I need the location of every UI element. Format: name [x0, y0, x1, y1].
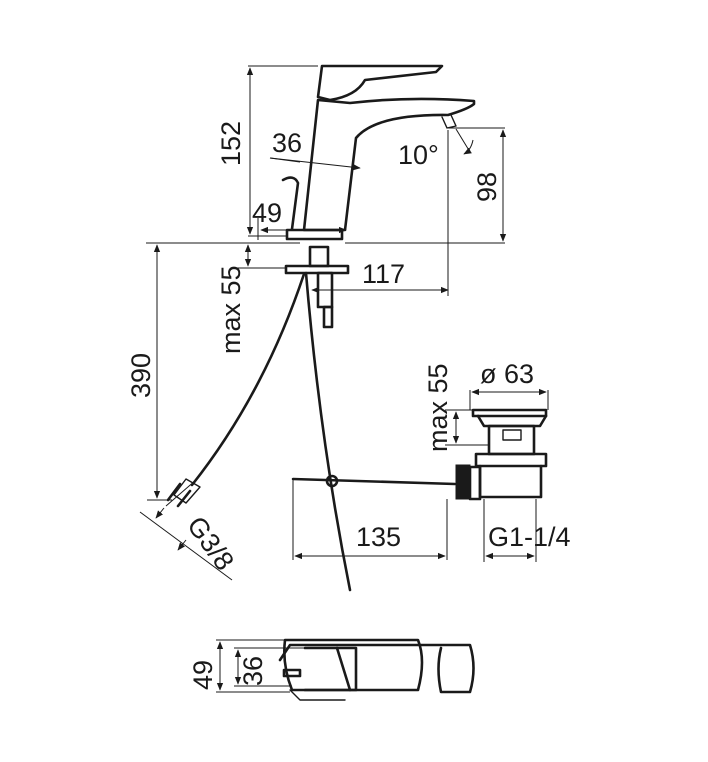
label-drain-thickness: max 55: [423, 363, 453, 452]
label-drain-diameter: ø 63: [480, 359, 534, 389]
label-outlet-height: 98: [472, 172, 502, 202]
fixing-nut: [308, 245, 330, 268]
label-plan-width-outer: 49: [188, 660, 218, 690]
aerator: [441, 114, 457, 129]
faucet-body: [302, 97, 476, 232]
base-plate: [285, 228, 344, 241]
label-plan-width-inner: 36: [238, 656, 268, 686]
drain-assembly: [455, 408, 548, 501]
label-hose-connection: G3/8: [181, 511, 240, 576]
label-deck-thickness: max 55: [216, 265, 246, 354]
label-hose-length: 390: [126, 353, 156, 398]
popup-knob: [281, 176, 300, 231]
stud-end: [322, 305, 334, 329]
label-spout-angle: 10°: [398, 140, 439, 170]
label-spout-reach: 117: [362, 259, 405, 289]
label-rod-length: 135: [356, 522, 401, 552]
label-spout-top-width: 36: [272, 128, 302, 158]
label-total-height: 152: [216, 121, 246, 166]
flexible-hose: [166, 272, 306, 508]
lever-handle: [316, 64, 444, 102]
label-base-width: 49: [252, 198, 282, 228]
popup-rod: [291, 271, 457, 592]
label-drain-thread: G1-1/4: [488, 522, 571, 552]
faucet-side-view: [281, 64, 476, 329]
faucet-plan-view: [278, 638, 475, 701]
dimension-lines: [139, 65, 549, 693]
